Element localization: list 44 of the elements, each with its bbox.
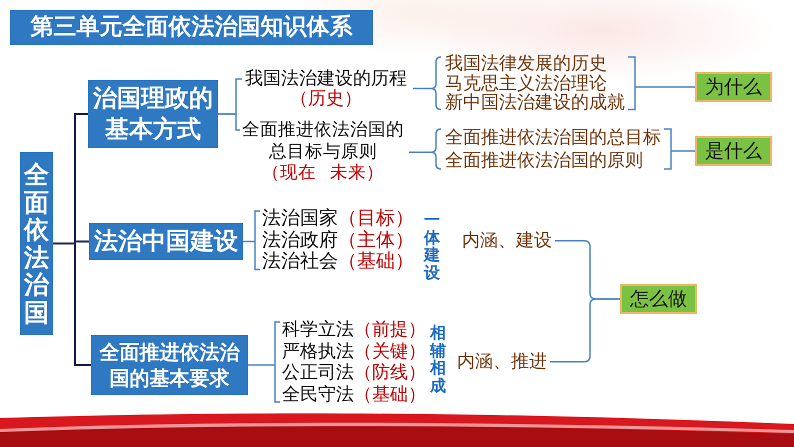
note-text: 内涵、建设 [462,230,552,252]
topic-box: 法治中国建设 [89,223,243,260]
term-text: 严格执法 [282,340,354,362]
side-note-text: 一体建设 [424,211,440,282]
term-text: 全民守法 [282,384,354,405]
role-text: （基础） [338,251,414,272]
bracket-line [218,113,240,131]
term-text: 法治国家 [262,208,338,230]
side-note-text: 相辅相成 [430,324,446,394]
bracket-line [412,56,442,110]
list-item-text: 新中国法治建设的成就 [445,93,625,112]
term-text: 法治社会 [262,251,338,272]
term-text: 公正司法 [282,362,354,384]
title-banner: 第三单元全面依法治国知识体系 [10,10,373,45]
note-text: （现在 未来） [262,163,384,184]
bracket-line [627,56,696,110]
topic-text: 全面推进依法治国的总目标与原则 [241,120,405,163]
topic-box: 全面推进依法治国的基本要求 [91,335,248,395]
role-text: （防线） [354,362,426,384]
list-item-text: 马克思主义法治理论 [445,74,607,93]
note-text: （历史） [290,88,362,108]
keyword-box: 是什么 [695,136,772,166]
bracket-line [53,242,91,366]
role-text: （目标） [338,208,414,230]
term-text: 科学立法 [282,319,354,340]
role-text: （前提） [354,319,426,340]
list-item-text: 我国法律发展的历史 [445,54,607,74]
topic-text: 我国法治建设的历程 [245,69,407,88]
term-text: 法治政府 [262,230,338,251]
bracket-line [408,128,442,170]
note-text: 内涵、推进 [457,351,547,373]
bracket-line [242,210,261,270]
keyword-box: 怎么做 [620,284,697,314]
list-item-text: 全面推进依法治国的原则 [445,149,643,172]
role-text: （主体） [338,230,414,251]
role-text: （基础） [354,384,426,405]
keyword-box: 为什么 [695,72,772,102]
bracket-line [550,298,620,363]
main-topic-box: 全面依法治国 [20,152,53,335]
bracket-line [663,128,696,170]
list-item-text: 全面推进依法治国的总目标 [445,126,661,149]
bracket-line [247,321,281,403]
topic-box: 治国理政的基本方式 [88,80,218,148]
role-text: （关键） [354,340,426,362]
